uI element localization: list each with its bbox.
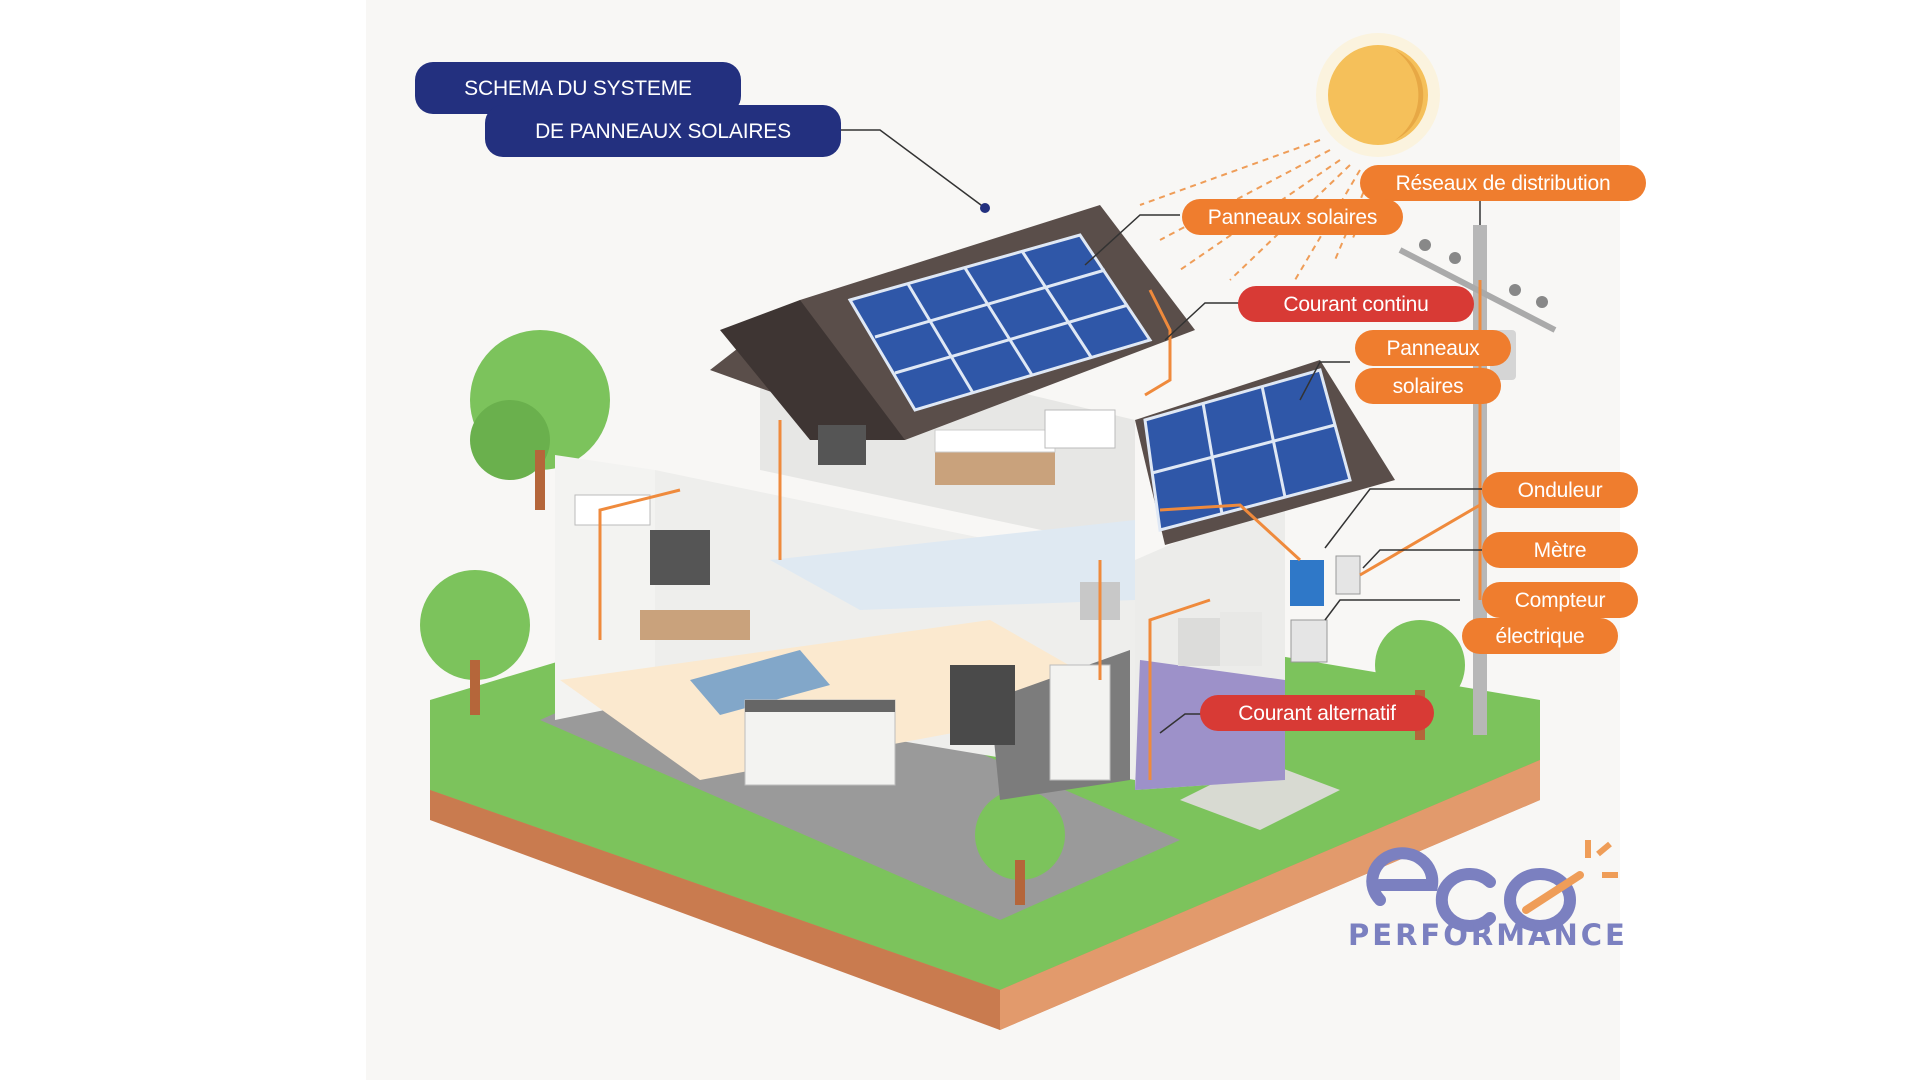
label-panneaux-solaires-2a: Panneaux (1355, 330, 1511, 366)
sun-icon (1316, 33, 1440, 157)
dryer (1220, 612, 1262, 666)
label-panneaux-solaires-2b: solaires (1355, 368, 1501, 404)
label-reseaux-distribution: Réseaux de distribution (1360, 165, 1646, 201)
tree-icon (420, 570, 530, 715)
inverter-icon (1290, 560, 1324, 606)
label-onduleur: Onduleur (1482, 472, 1638, 508)
solar-panel-icon (847, 233, 1153, 412)
label-metre: Mètre (1482, 532, 1638, 568)
tree-icon (470, 330, 610, 510)
solar-panel-icon (1143, 368, 1352, 532)
label-panneaux-solaires-1: Panneaux solaires (1182, 199, 1403, 235)
meter-icon (1335, 555, 1361, 595)
eco-logo-icon (1366, 840, 1618, 932)
label-courant-continu: Courant continu (1238, 286, 1474, 322)
leader-dot (980, 203, 990, 213)
label-compteur-1: Compteur (1482, 582, 1638, 618)
tree-icon (975, 790, 1065, 905)
tv-icon (650, 530, 710, 585)
electric-meter-icon (1290, 619, 1328, 663)
washing-machine (1178, 618, 1220, 666)
title-line-2: DE PANNEAUX SOLAIRES (485, 105, 841, 157)
label-courant-alternatif: Courant alternatif (1200, 695, 1434, 731)
label-compteur-2: électrique (1462, 618, 1618, 654)
logo-text: PERFORMANCE (1348, 918, 1628, 952)
interior-furniture (574, 409, 1120, 786)
